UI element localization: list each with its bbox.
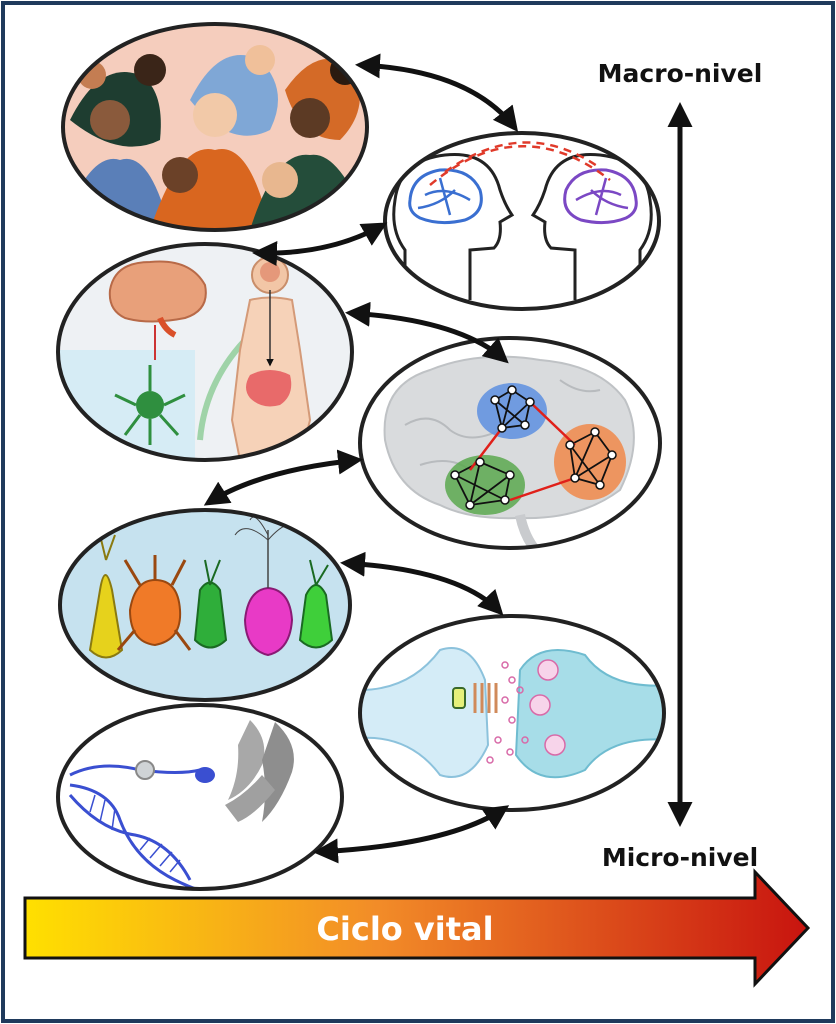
panel-social-brains [383,131,661,311]
arrow-synapse-to-genes [313,805,510,864]
panel-neurons [58,508,352,702]
panel-society-crowd [61,22,369,232]
dna-chromosome-icon [68,720,294,889]
lifespan-arrow [23,868,811,988]
panel-genes [56,703,344,891]
brain-network-icon [383,355,635,548]
connector-arrows [203,53,519,864]
arrow-network-to-neurons [203,449,363,506]
arrow-body-to-network [345,301,509,364]
arrow-crowd-to-social [355,53,519,132]
panel-synapse [358,614,666,812]
synapse-icon [360,647,664,779]
crowd-icon [63,24,367,230]
neuron-cells-icon [88,516,334,659]
two-heads-brain-icon [392,141,653,300]
micro-level-label: Micro-nivel [602,843,758,872]
lifespan-label: Ciclo vital [316,910,493,948]
macro-level-label: Macro-nivel [598,59,763,88]
arrow-social-to-body [252,222,388,267]
panel-brain-body [56,242,354,462]
panel-brain-networks [358,336,662,550]
arrow-neurons-to-synapse [340,551,504,616]
